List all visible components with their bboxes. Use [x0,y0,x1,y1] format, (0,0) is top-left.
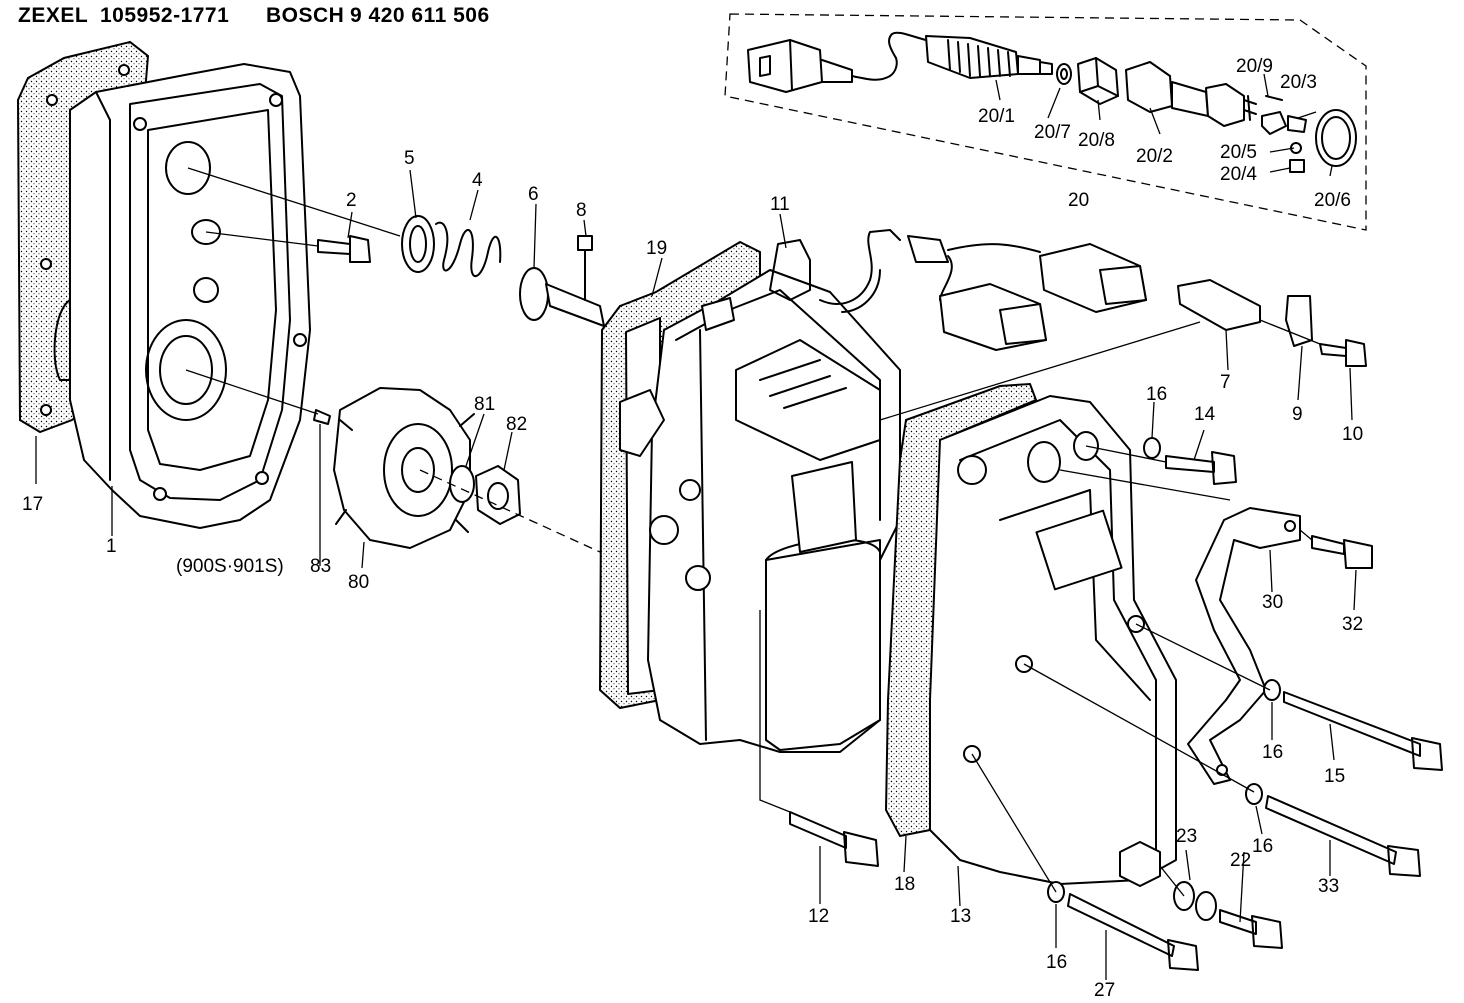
callout-14: 14 [1194,404,1216,425]
washer-16-c [1245,783,1263,805]
sensor-assembly-inset [724,13,1367,231]
speed-sensor [925,35,1053,79]
bracket-9 [1285,295,1313,347]
callout-27: 27 [1094,980,1115,1001]
spring-assembly [401,215,605,327]
callout-5: 5 [404,148,415,169]
bolt-12 [789,811,879,867]
header-part-number-zexel: 105952-1771 [100,4,230,27]
callout-1: 1 [106,536,117,557]
bolt-14 [1165,451,1237,485]
washer-81 [449,465,475,503]
callout-20-4: 20/4 [1220,164,1257,185]
callout-12: 12 [808,906,829,927]
callout-7: 7 [1220,372,1231,393]
callout-13: 13 [950,906,971,927]
callouts: 17 1 2 5 4 6 8 19 11 81 82 (900S·901S) 8… [22,56,1363,1001]
callout-33: 33 [1318,876,1339,897]
callout-11: 11 [770,194,790,215]
bolt-32 [1311,535,1373,569]
callout-17: 17 [22,494,43,515]
callout-leaders [35,169,1357,980]
header-part-number-bosch: 9 420 611 506 [350,4,490,27]
callout-82: 82 [506,414,527,435]
callout-20: 20 [1068,190,1089,211]
spring-seat-6 [519,267,549,321]
bolt-10 [1319,339,1367,367]
callout-16-d: 16 [1046,952,1067,973]
callout-20-5: 20/5 [1220,142,1257,163]
bolt-27 [1067,893,1199,971]
washer-5 [401,215,435,273]
callout-10: 10 [1342,424,1363,445]
nut-82 [475,465,521,525]
header-brand-bosch: BOSCH [266,4,345,27]
actuator-body-11 [619,229,901,753]
washer-20-7 [1056,63,1072,85]
callout-83: 83 [310,556,331,577]
wiring-harness [907,235,1147,351]
sensor-connector [747,39,898,93]
bolt-2 [317,235,371,263]
bolt-33 [1265,795,1421,877]
callout-81: 81 [474,394,495,415]
connector-7 [1177,279,1261,331]
cover-13 [929,395,1177,887]
callout-16-a: 16 [1146,384,1167,405]
callout-19: 19 [646,238,667,259]
callout-18: 18 [894,874,915,895]
callout-20-1: 20/1 [978,106,1015,127]
callout-6: 6 [528,184,539,205]
callout-15: 15 [1324,766,1345,787]
callout-16-b: 16 [1262,742,1283,763]
sensor-cable [888,31,927,59]
governor-housing-1 [53,63,311,529]
screw-8 [577,235,593,251]
callout-22: 22 [1230,850,1251,871]
key-83 [313,409,331,425]
callout-8: 8 [576,200,587,221]
assembly-lines [185,167,1321,897]
bracket-30 [1187,507,1301,785]
callout-20-8: 20/8 [1078,130,1115,151]
callout-2: 2 [346,190,357,211]
washer-16-a [1143,437,1161,459]
nut-20-8 [1077,57,1119,105]
small-fittings [1261,95,1307,173]
callout-4: 4 [472,170,483,191]
callout-20-9: 20/9 [1236,56,1273,77]
bolt-22 [1219,909,1283,949]
header-brand-zexel: ZEXEL [18,4,89,27]
callout-20-3: 20/3 [1280,72,1317,93]
governor-weight-80 [333,387,475,549]
washer-16-b [1263,679,1281,701]
callout-80: 80 [348,572,369,593]
callout-32: 32 [1342,614,1363,635]
sensor-housing [1125,61,1257,127]
callout-9: 9 [1292,404,1303,425]
callout-16-c: 16 [1252,836,1273,857]
callout-20-6: 20/6 [1314,190,1351,211]
bolt-15 [1283,691,1443,771]
callout-23: 23 [1176,826,1197,847]
callout-note-900s-901s: (900S·901S) [176,556,284,577]
callout-30: 30 [1262,592,1283,613]
callout-20-2: 20/2 [1136,146,1173,167]
callout-20-7: 20/7 [1034,122,1071,143]
